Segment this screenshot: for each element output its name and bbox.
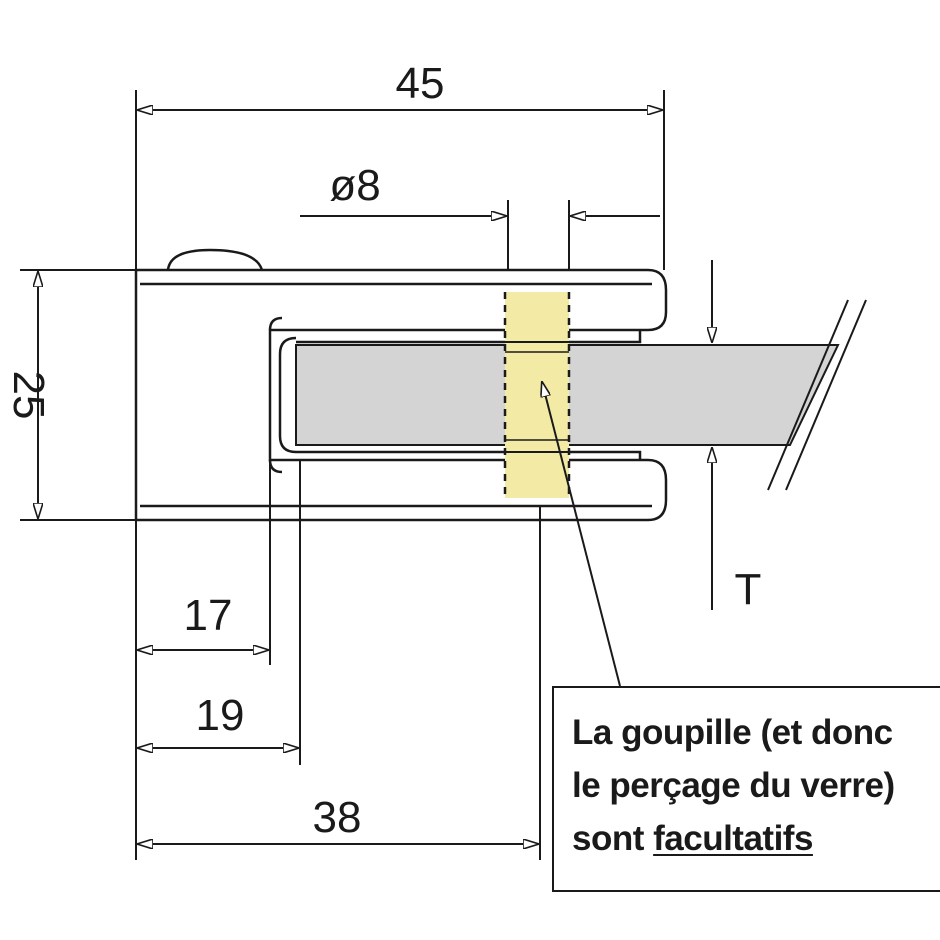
note-emphasis: facultatifs — [653, 819, 813, 858]
dim-label-t: T — [735, 565, 762, 614]
note-leader — [542, 382, 621, 687]
note-line-2: le perçage du verre) — [572, 766, 895, 805]
dimension-lines — [38, 110, 712, 844]
note-box: La goupille (et donc le perçage du verre… — [552, 686, 940, 892]
dim-label-25: 25 — [4, 371, 53, 420]
dim-label-38: 38 — [313, 793, 362, 842]
note-line-3: sont facultatifs — [572, 812, 932, 865]
dim-label-diameter: ø8 — [329, 161, 380, 210]
pin — [503, 292, 571, 500]
clamp-body — [134, 248, 668, 522]
dim-label-17: 17 — [184, 591, 233, 640]
note-line-3-prefix: sont — [572, 819, 654, 858]
note-line-1: La goupille (et donc — [572, 713, 893, 752]
dim-label-45: 45 — [396, 59, 445, 108]
extension-lines — [20, 90, 713, 860]
glass-panel — [295, 299, 867, 491]
dim-label-19: 19 — [196, 691, 245, 740]
